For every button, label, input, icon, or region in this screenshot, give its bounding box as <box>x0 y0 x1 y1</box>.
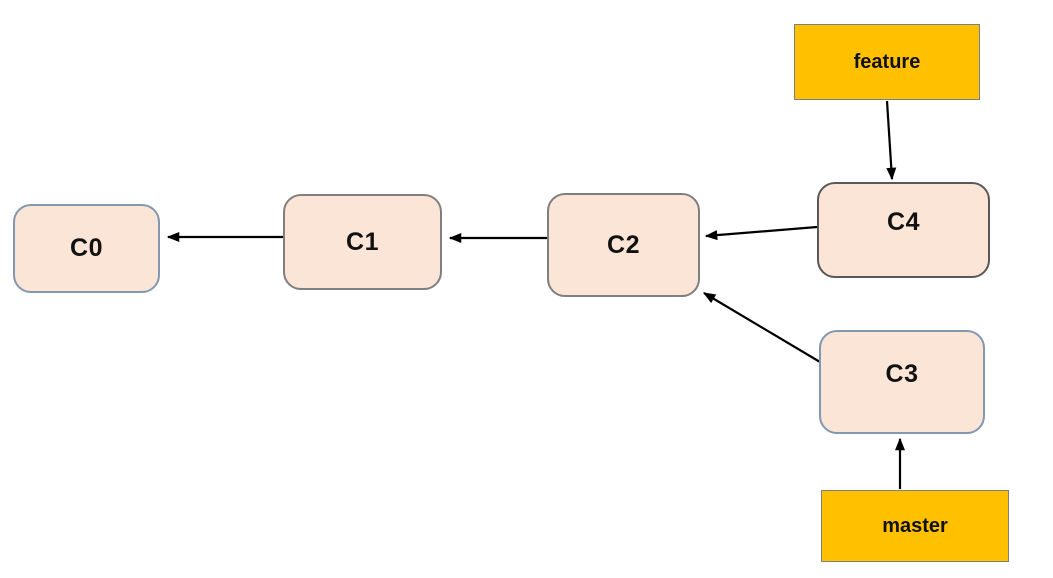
branch-box-master: master <box>821 490 1009 562</box>
commit-node-c1: C1 <box>283 194 442 290</box>
commit-label-c2: C2 <box>607 230 640 259</box>
commit-label-c3: C3 <box>885 359 919 388</box>
commit-node-c3: C3 <box>819 330 985 434</box>
commit-label-c4: C4 <box>887 207 920 236</box>
commit-label-c1: C1 <box>346 227 379 256</box>
edge-c3-to-c2 <box>702 292 821 363</box>
commit-node-c0: C0 <box>13 204 160 293</box>
edge-feature-to-c4 <box>885 100 897 181</box>
commit-node-c2: C2 <box>547 193 700 297</box>
branch-label-feature: feature <box>853 50 921 73</box>
commit-node-c4: C4 <box>817 182 990 278</box>
branch-box-feature: feature <box>794 24 980 100</box>
branch-label-master: master <box>882 514 948 537</box>
commit-label-c0: C0 <box>70 234 103 262</box>
edge-c4-to-c2 <box>704 225 818 241</box>
